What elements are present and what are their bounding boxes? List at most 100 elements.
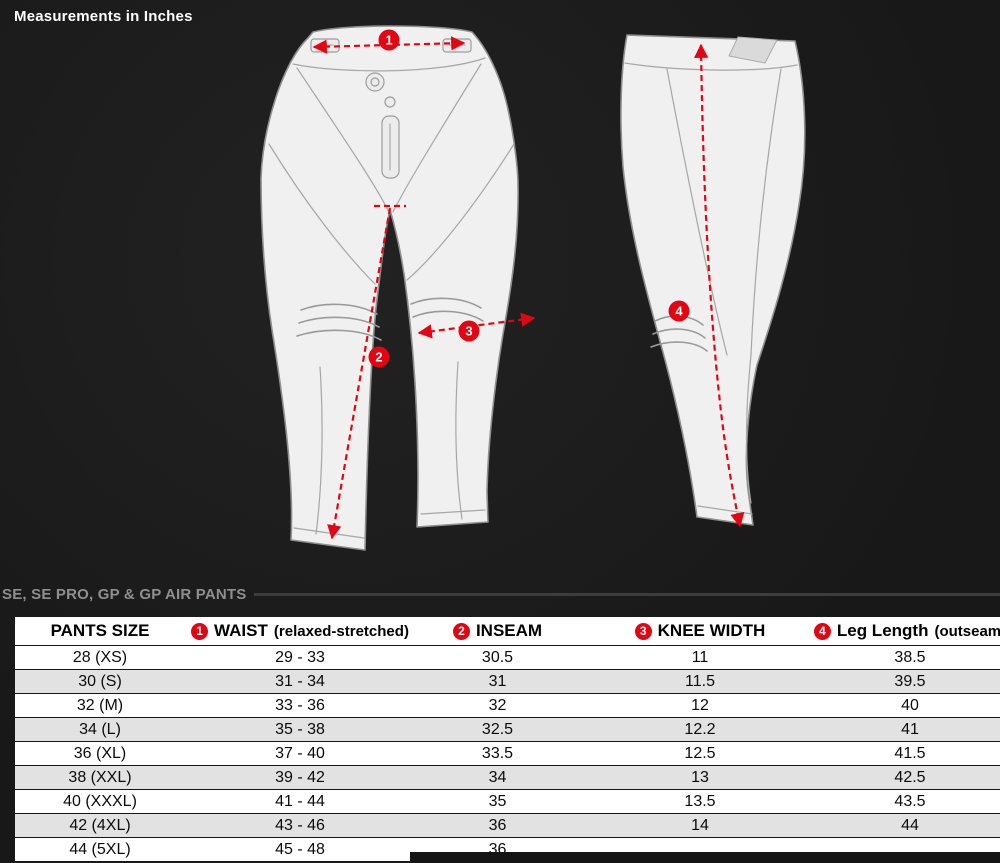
- thigh-seam-left: [268, 143, 376, 285]
- table-row: 28 (XS) 29 - 33 30.5 11 38.5: [15, 645, 1000, 669]
- cuff-line-right: [420, 509, 486, 515]
- yoke-seam-left: [296, 67, 390, 213]
- waistband-seam: [292, 57, 486, 72]
- header-waist: 1 WAIST (relaxed-stretched): [185, 621, 415, 641]
- cell-leg: 42.5: [894, 768, 926, 786]
- measure-markers: 1 2 3 4: [368, 29, 690, 368]
- cell-leg: 39.5: [894, 672, 926, 690]
- cell-knee: 12.2: [684, 720, 716, 738]
- table-row: 42 (4XL) 43 - 46 36 14 44: [15, 813, 1000, 837]
- marker-2-number: 2: [375, 350, 382, 365]
- header-knee-width: 3 KNEE WIDTH: [580, 621, 820, 641]
- cell-waist: 37 - 40: [275, 744, 325, 762]
- marker-1-badge-small: 1: [191, 622, 209, 640]
- cell-size: 44 (5XL): [69, 840, 131, 858]
- cell-knee: 12: [691, 696, 709, 714]
- yoke-seam-right: [392, 63, 482, 213]
- cell-leg: 41.5: [894, 744, 926, 762]
- cell-inseam: 36: [488, 816, 507, 834]
- cell-inseam: 30.5: [481, 648, 514, 666]
- header-pants-size-label: PANTS SIZE: [50, 621, 150, 640]
- thigh-seam-right: [406, 143, 515, 281]
- cell-waist: 29 - 33: [275, 648, 325, 666]
- marker-4-number: 4: [675, 304, 683, 319]
- leg-length-measure-line: [694, 43, 745, 528]
- cell-leg: 41: [901, 720, 919, 738]
- marker-3-badge: [458, 320, 480, 342]
- cell-knee: 12.5: [684, 744, 716, 762]
- cell-inseam: 31: [488, 672, 507, 690]
- cell-waist: 45 - 48: [275, 840, 325, 858]
- side-seam-front: [750, 68, 782, 356]
- marker-2-badge-small: 2: [452, 622, 470, 640]
- header-inseam: 2 INSEAM: [415, 621, 580, 641]
- marker-4-badge-small: 4: [813, 622, 831, 640]
- header-leg-length: 4 Leg Length (outseam): [813, 621, 1000, 641]
- ratchet-buckle-center: [370, 77, 380, 87]
- size-table: PANTS SIZE 1 WAIST (relaxed-stretched) 2…: [15, 617, 1000, 861]
- cell-size: 34 (L): [79, 720, 121, 738]
- knee-vent-left-3: [296, 329, 382, 341]
- marker-4-badge: [668, 300, 690, 322]
- cell-inseam: 32: [488, 696, 507, 714]
- shin-seam-right: [455, 361, 463, 520]
- cell-leg: 43.5: [894, 792, 926, 810]
- cell-size: 36 (XL): [73, 744, 127, 762]
- cell-waist: 35 - 38: [275, 720, 325, 738]
- header-inseam-label: INSEAM: [475, 621, 543, 640]
- header-waist-label: WAIST: [214, 621, 268, 640]
- table-row: 34 (L) 35 - 38 32.5 12.2 41: [15, 717, 1000, 741]
- header-leg-length-label: Leg Length: [836, 621, 929, 640]
- cell-waist: 43 - 46: [275, 816, 325, 834]
- header-waist-sub: (relaxed-stretched): [273, 622, 409, 640]
- cell-size: 42 (4XL): [69, 816, 131, 834]
- shin-seam-left: [315, 366, 323, 535]
- marker-1-number: 1: [385, 33, 392, 48]
- cell-size: 40 (XXXL): [63, 792, 137, 810]
- measurement-unit-note: Measurements in Inches: [14, 8, 193, 25]
- knee-vent-left-2: [298, 316, 380, 328]
- marker-1-badge: [378, 29, 400, 51]
- cell-size: 30 (S): [78, 672, 122, 690]
- front-silhouette: [260, 25, 519, 551]
- table-row: 38 (XXL) 39 - 42 34 13 42.5: [15, 765, 1000, 789]
- section-divider-line: [254, 593, 1000, 596]
- table-row: 30 (S) 31 - 34 31 11.5 39.5: [15, 669, 1000, 693]
- inseam-measure-line: [327, 207, 392, 540]
- side-seam-shin: [745, 354, 752, 504]
- side-silhouette: [620, 34, 806, 526]
- cell-waist: 39 - 42: [275, 768, 325, 786]
- knee-vent-right-1: [410, 297, 482, 309]
- cell-leg: 44: [901, 816, 919, 834]
- cell-leg: 38.5: [894, 648, 926, 666]
- cell-size: 38 (XXL): [68, 768, 132, 786]
- front-view-drawing: [260, 25, 519, 551]
- cell-waist: 41 - 44: [275, 792, 325, 810]
- cell-knee: 11.5: [685, 672, 715, 690]
- size-table-body: 28 (XS) 29 - 33 30.5 11 38.5 30 (S) 31 - 34 31 1…: [15, 645, 1000, 861]
- cell-knee: 13: [691, 768, 709, 786]
- cell-knee: 13.5: [684, 792, 716, 810]
- pants-diagram: 1 2 3 4: [260, 25, 806, 551]
- section-title: SE, SE PRO, GP & GP AIR PANTS: [2, 586, 247, 603]
- size-table-header: PANTS SIZE 1 WAIST (relaxed-stretched) 2…: [15, 617, 1000, 645]
- header-knee-width-label: KNEE WIDTH: [657, 621, 766, 640]
- cell-size: 28 (XS): [72, 648, 128, 666]
- cell-waist: 31 - 34: [275, 672, 325, 690]
- cell-inseam: 32.5: [481, 720, 514, 738]
- cell-inseam: 34: [488, 768, 507, 786]
- cell-knee: 11: [691, 648, 709, 666]
- header-pants-size: PANTS SIZE: [15, 621, 185, 641]
- cell-inseam: 35: [488, 792, 507, 810]
- cell-waist: 33 - 36: [275, 696, 325, 714]
- cell-size: 32 (M): [76, 696, 124, 714]
- section-header: SE, SE PRO, GP & GP AIR PANTS: [0, 586, 1000, 603]
- cell-knee: 14: [691, 816, 709, 834]
- header-leg-length-sub: (outseam): [934, 622, 1000, 640]
- snap-button: [384, 96, 396, 108]
- marker-2-badge: [368, 346, 390, 368]
- bottom-crop-bar: [410, 852, 1000, 863]
